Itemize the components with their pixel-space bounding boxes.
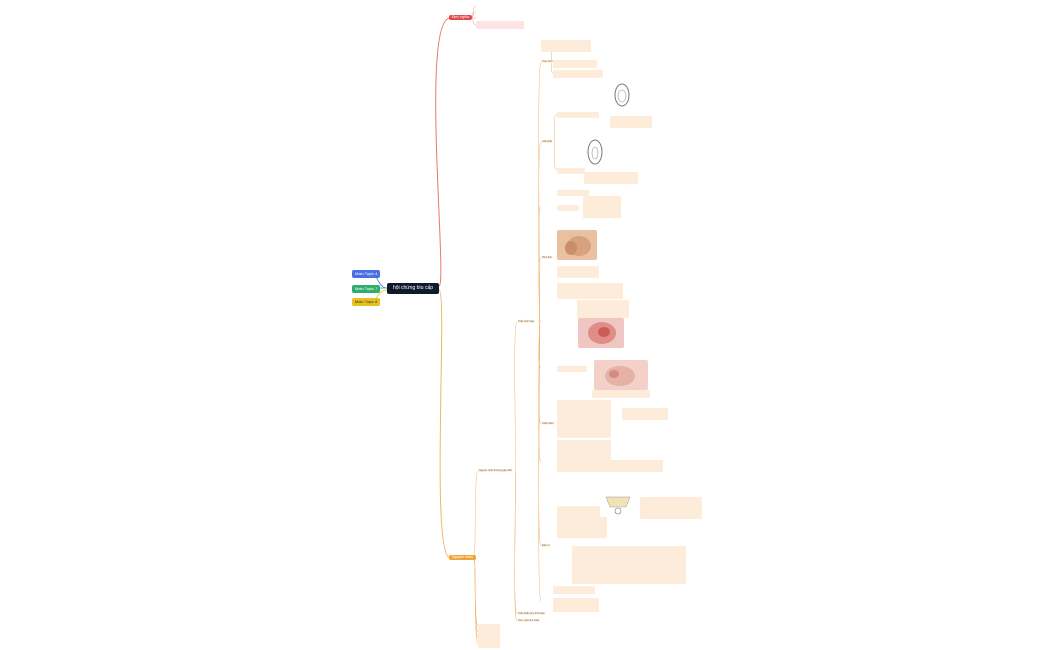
note-block [557, 205, 579, 211]
note-block [584, 172, 638, 184]
node-viem-mao-tinh[interactable]: Viêm mào tinh hoàn [517, 619, 541, 622]
note-block [478, 624, 500, 648]
definition-item [476, 21, 524, 29]
node-xoan-tinh-hoan[interactable]: Xoắn tinh hoàn [517, 320, 536, 323]
note-block [557, 440, 611, 460]
node-giai-phau[interactable]: Giải phẫu [541, 140, 554, 143]
node-trieu-chung[interactable]: Triệu chứng [541, 60, 556, 63]
note-block [583, 196, 621, 218]
note-block [557, 190, 589, 196]
ultrasound-image [594, 360, 648, 390]
main-topic-7[interactable]: Main Topic 7 [352, 285, 381, 293]
central-topic[interactable]: hội chứng bìu cấp [387, 283, 439, 294]
note-block [557, 460, 663, 472]
note-block [553, 70, 603, 78]
node-hinh-anh[interactable]: Hình ảnh [541, 256, 553, 259]
main-topic-8[interactable]: Main Topic 8 [352, 298, 381, 306]
clinical-photo [557, 230, 597, 260]
node-xoan-phan-phu[interactable]: Xoắn phần phụ tinh hoàn [517, 612, 546, 615]
main-topic-4[interactable]: Main Topic 4 [352, 270, 381, 278]
note-block [557, 266, 599, 278]
note-block [557, 366, 587, 372]
note-block [541, 40, 591, 52]
note-block [622, 408, 668, 420]
note-block [553, 598, 599, 612]
node-dieu-tri[interactable]: Điều trị [541, 544, 551, 547]
note-block [557, 283, 623, 299]
note-block [572, 546, 686, 584]
node-chan-doan[interactable]: Chẩn đoán [541, 422, 555, 425]
note-block [610, 116, 652, 128]
node-nguyen-nhan-thuong-gap[interactable]: Nguyên nhân thường gặp nhất [478, 469, 513, 472]
note-block [577, 300, 629, 318]
procedure-illustration [600, 487, 636, 517]
note-block [557, 112, 599, 118]
note-block [557, 400, 611, 438]
note-block [557, 506, 607, 538]
note-block [553, 586, 595, 594]
note-block [557, 168, 585, 174]
branch-definition[interactable]: Định nghĩa [449, 15, 472, 20]
note-block [592, 390, 650, 398]
anatomy-image [610, 79, 634, 109]
note-block [640, 497, 702, 519]
clinical-photo [578, 318, 624, 348]
note-block [553, 60, 597, 68]
branch-causes[interactable]: Nguyên nhân [449, 555, 476, 560]
anatomy-image [584, 135, 606, 167]
